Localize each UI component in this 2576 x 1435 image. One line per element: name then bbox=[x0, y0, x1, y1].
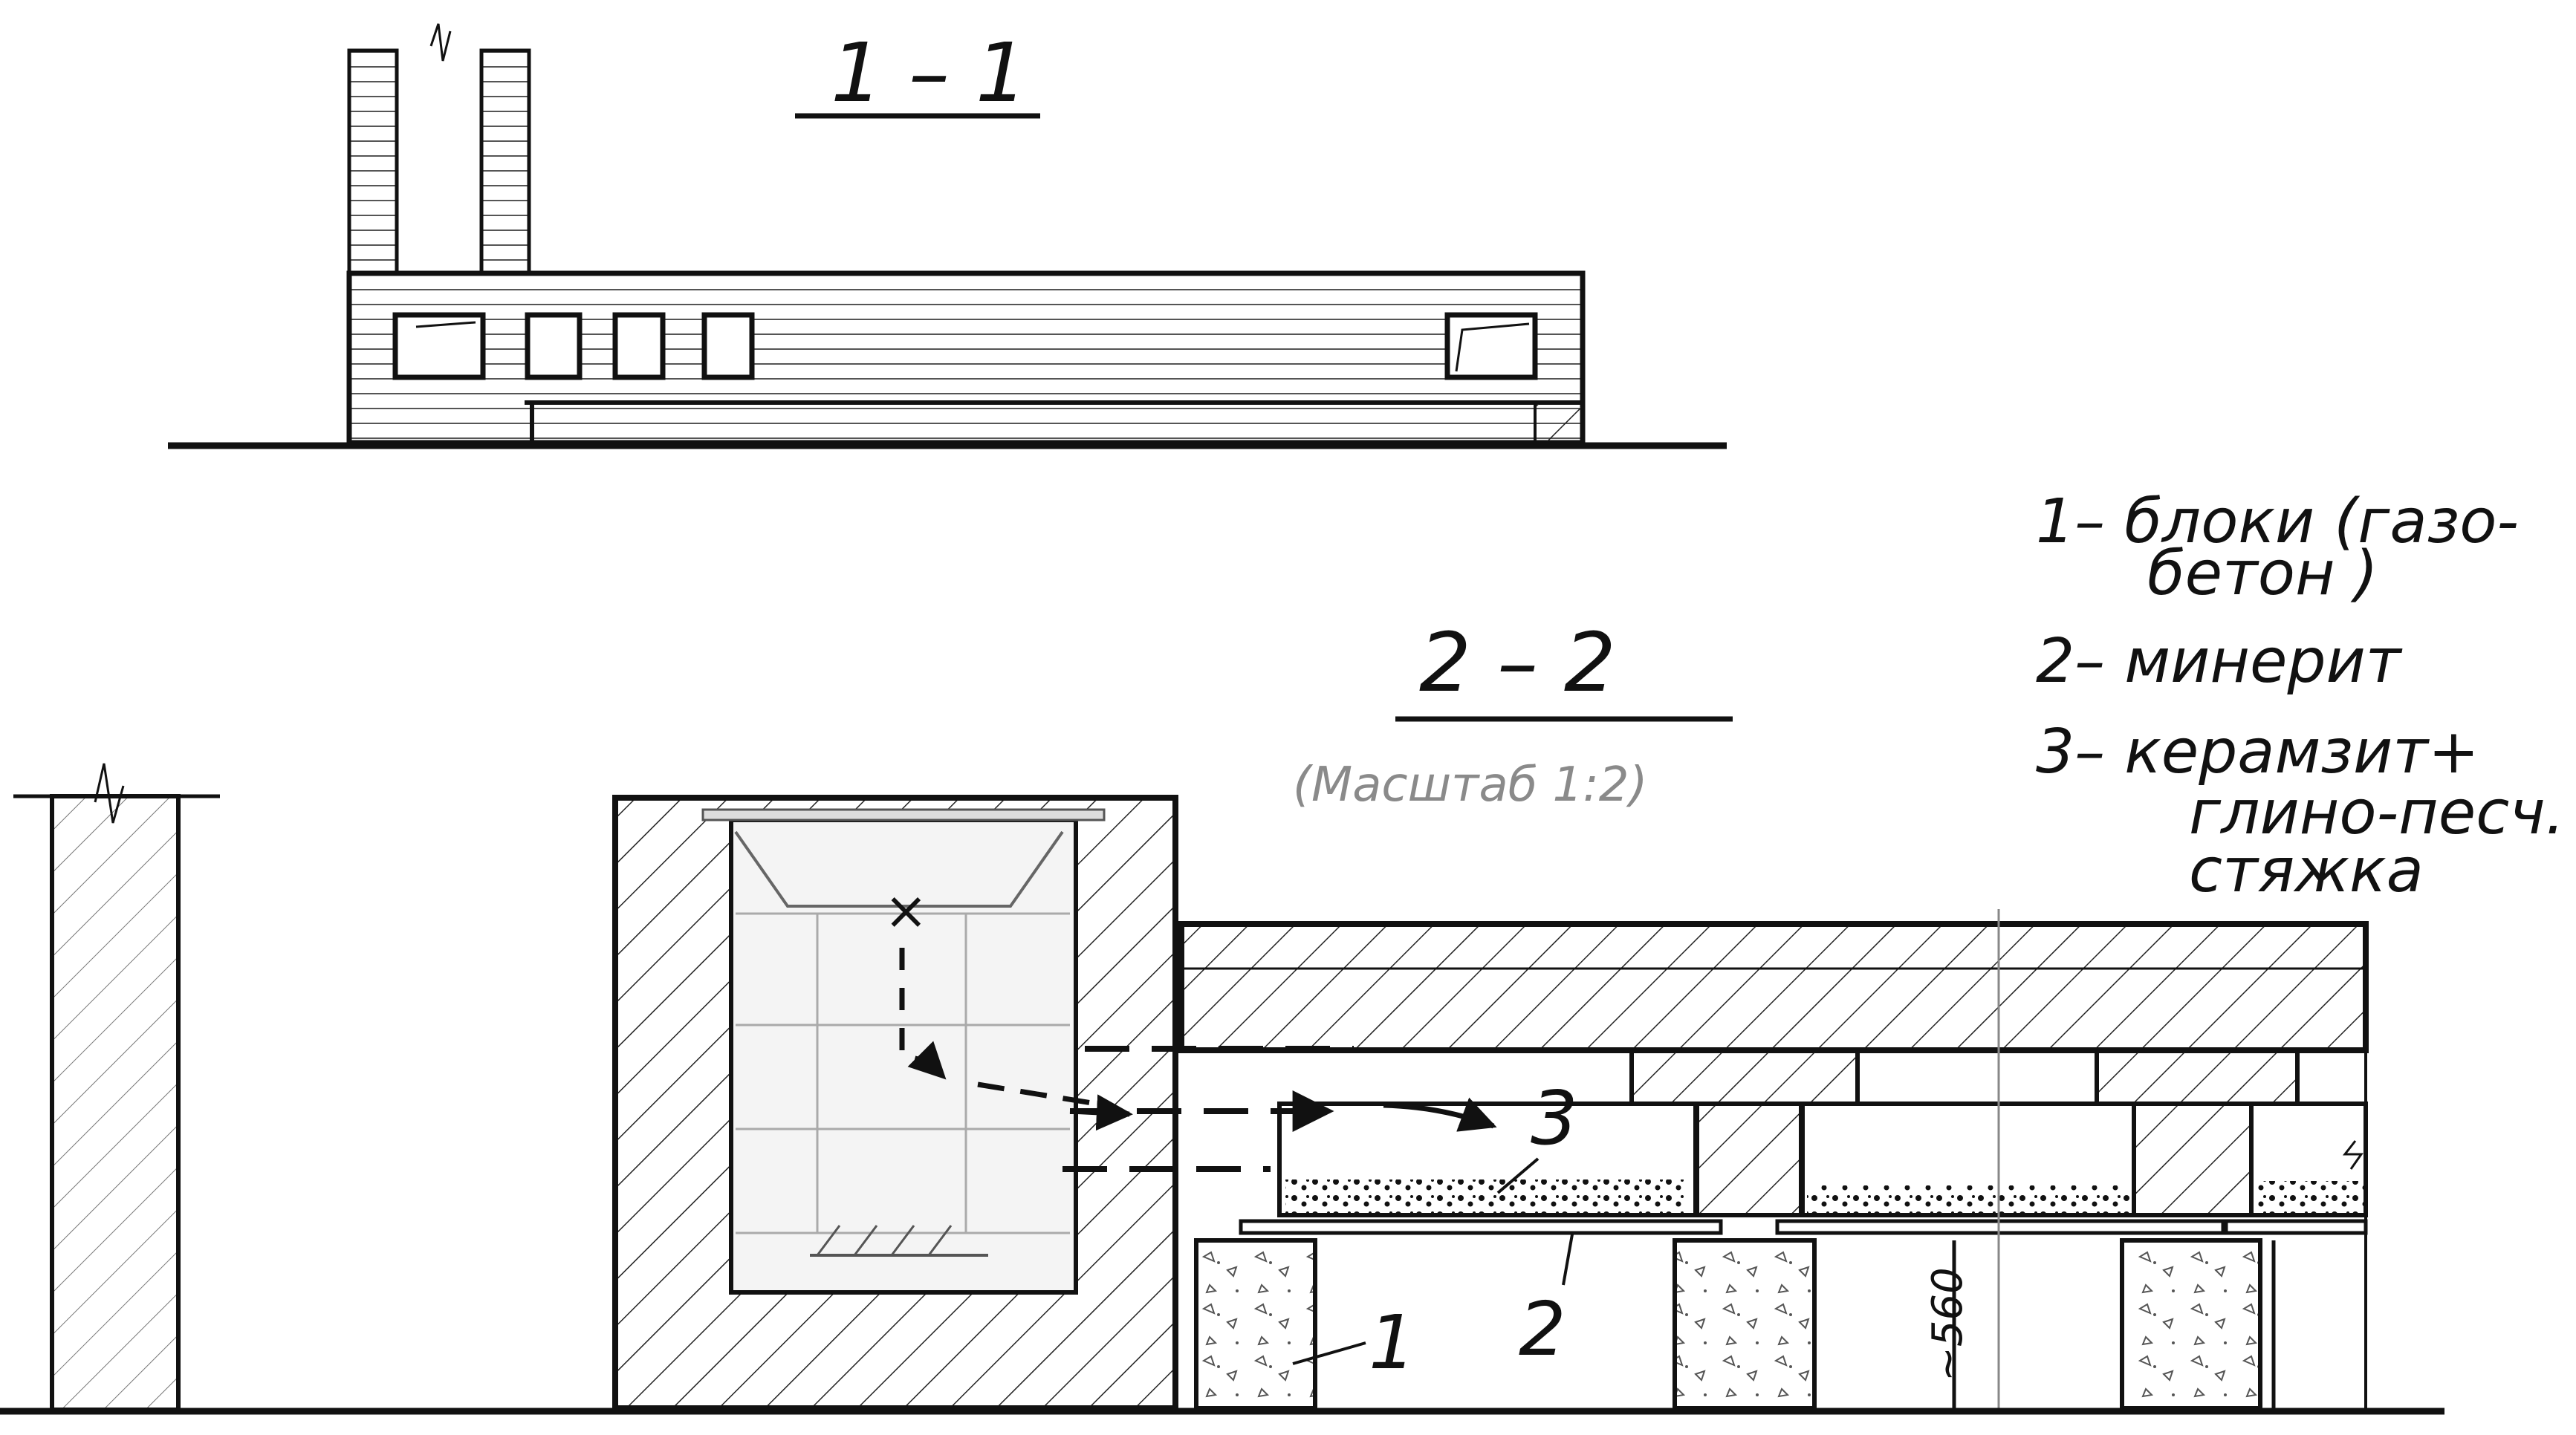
minerite-sheet bbox=[1239, 1219, 2368, 1235]
section-2-2-title: 2 – 2 bbox=[1419, 615, 1616, 710]
height-dimension: ~560 bbox=[1924, 909, 2000, 1411]
section-1-1: 1 – 1 bbox=[168, 23, 1727, 449]
legend-item-3-line3: стяжка bbox=[2189, 836, 2424, 906]
flow-start-mark: × bbox=[884, 880, 928, 941]
block-supports bbox=[1194, 928, 2367, 1410]
legend-item-2-line1: 2– минерит bbox=[2036, 626, 2403, 697]
section-1-1-title: 1 – 1 bbox=[831, 25, 1028, 120]
legend-item-3-line2: глино-песч. bbox=[2189, 778, 2565, 848]
legend-item-3-line1: 3– керамзит+ bbox=[2036, 717, 2479, 787]
scale-note: (Масштаб 1:2) bbox=[1293, 758, 1647, 813]
legend: 1– блоки (газо- бетон ) 2– минерит 3– ке… bbox=[2036, 487, 2565, 906]
chimneys bbox=[347, 23, 531, 276]
legend-item-1-line2: бетон ) bbox=[2147, 538, 2378, 609]
callout-1: 1 bbox=[1369, 1299, 1416, 1386]
expanded-clay-screed bbox=[1285, 1179, 2364, 1215]
break-mark bbox=[2342, 1140, 2364, 1170]
left-wall bbox=[13, 763, 220, 1412]
gas-flow-path: × bbox=[884, 880, 1497, 1172]
heat-channel-block bbox=[1178, 921, 2369, 1217]
callouts: 3 2 1 bbox=[1292, 1075, 1578, 1386]
legend-item-1-line1: 1– блоки (газо- bbox=[2036, 487, 2519, 557]
section-2-2: 2 – 2 (Масштаб 1:2) bbox=[0, 615, 2444, 1415]
callout-2: 2 bbox=[1519, 1286, 1566, 1373]
stove-openings bbox=[392, 312, 1538, 380]
dimension-label: ~560 bbox=[1924, 1267, 1972, 1382]
callout-3: 3 bbox=[1531, 1075, 1578, 1162]
